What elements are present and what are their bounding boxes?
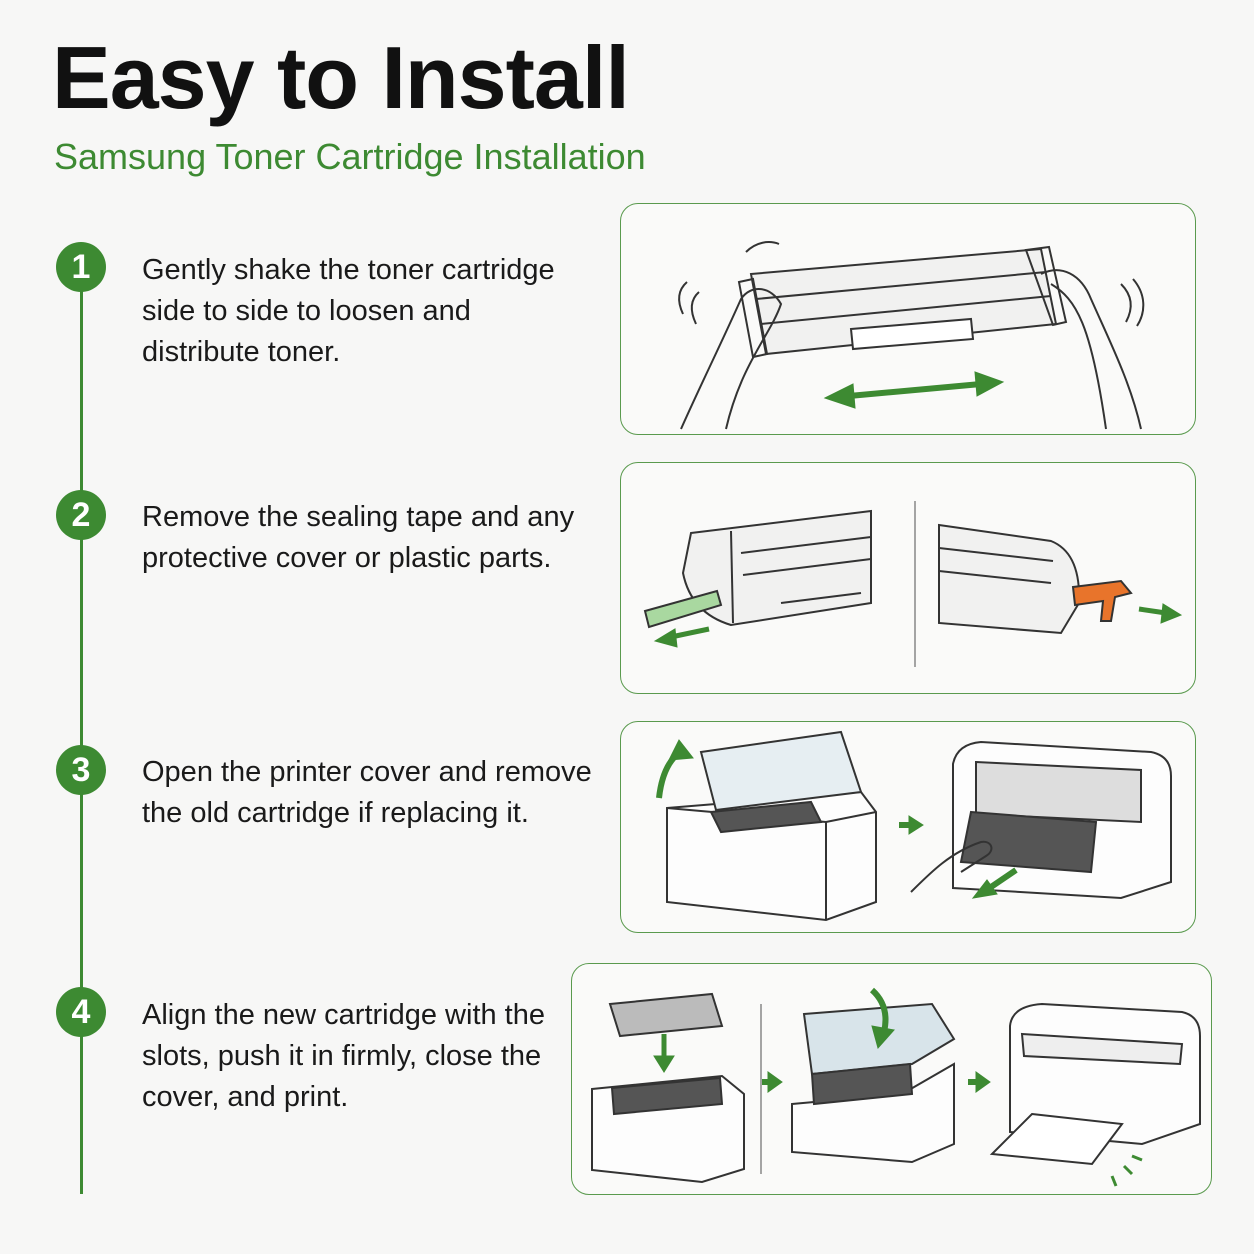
step-4-number-badge: 4 xyxy=(56,987,106,1037)
step-3-number-badge: 3 xyxy=(56,745,106,795)
shake-cartridge-illustration xyxy=(678,241,1145,430)
step-3-illustration-panel xyxy=(620,721,1196,933)
remove-tape-illustration xyxy=(643,501,1183,667)
step-1-illustration-panel xyxy=(620,203,1196,435)
insert-and-print-illustration xyxy=(591,987,1201,1187)
page-subtitle: Samsung Toner Cartridge Installation xyxy=(54,136,646,177)
step-3-text: Open the printer cover and remove the ol… xyxy=(142,756,592,829)
step-2-text: Remove the sealing tape and any protecti… xyxy=(142,501,575,574)
step-1-text: Gently shake the toner cartridge side to… xyxy=(142,254,555,368)
open-printer-illustration xyxy=(656,730,1172,922)
step-2-illustration-panel xyxy=(620,462,1196,694)
step-2-number-badge: 2 xyxy=(56,490,106,540)
timeline-line xyxy=(80,266,83,1194)
page-title: Easy to Install xyxy=(52,28,630,127)
step-1-number-badge: 1 xyxy=(56,242,106,292)
step-4-text: Align the new cartridge with the slots, … xyxy=(142,999,545,1113)
step-4-illustration-panel xyxy=(571,963,1212,1195)
